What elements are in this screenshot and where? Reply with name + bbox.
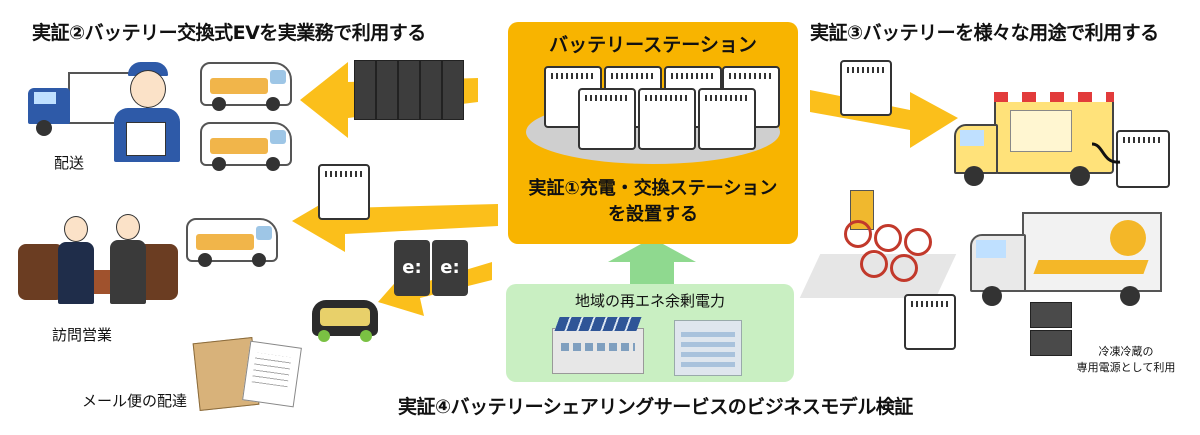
label-sales-visit: 訪問営業 — [52, 326, 113, 344]
ev-van-icon — [186, 218, 278, 267]
office-building-icon — [674, 320, 742, 376]
arrow-renewable-up — [608, 238, 696, 284]
label-refrigeration-line1: 冷凍冷蔵の — [1098, 345, 1154, 358]
heading-demo4: 実証④バッテリーシェアリングサービスのビジネスモデル検証 — [398, 396, 913, 418]
battery-station-panel: バッテリーステーション 実証①充電・交換ステーション を設置する — [508, 22, 798, 244]
refrigerated-truck-icon — [970, 212, 1162, 308]
battery-icon — [318, 164, 370, 220]
battery-pack-icon — [442, 60, 464, 120]
label-delivery: 配送 — [54, 154, 85, 172]
ev-van-icon — [200, 62, 292, 111]
battery-box-icon — [1030, 302, 1072, 328]
battery-icon — [840, 60, 892, 116]
battery-icon — [904, 294, 956, 350]
battery-pack-icon — [398, 60, 420, 120]
eb-battery-pack-icon: e: — [432, 240, 468, 296]
heading-demo2: 実証②バッテリー交換式EVを実業務で利用する — [32, 22, 426, 44]
battery-icon — [698, 88, 756, 150]
label-refrigeration-line2: 専用電源として利用 — [1076, 361, 1176, 374]
battery-box-icon — [1030, 330, 1072, 356]
document-icon — [242, 340, 302, 408]
heading-demo3: 実証③バッテリーを様々な用途で利用する — [810, 22, 1159, 44]
ev-van-icon — [200, 122, 292, 171]
battery-pack-icon — [376, 60, 398, 120]
demo1-line2: を設置する — [608, 204, 698, 225]
renewable-label: 地域の再エネ余剰電力 — [574, 292, 725, 310]
battery-pack-icon — [420, 60, 442, 120]
sales-meeting-icon — [18, 214, 178, 306]
bike-share-station-icon — [799, 190, 957, 306]
label-mail-delivery: メール便の配達 — [82, 392, 188, 410]
food-truck-icon — [954, 92, 1114, 196]
battery-pack-icon — [354, 60, 376, 120]
solar-building-icon — [552, 317, 644, 374]
kei-ev-car-icon — [312, 300, 378, 342]
station-title: バッテリーステーション — [549, 34, 757, 56]
battery-icon — [1116, 130, 1170, 188]
demo1-line1: 実証①充電・交換ステーション — [528, 178, 778, 199]
battery-icon — [638, 88, 696, 150]
battery-icon — [578, 88, 636, 150]
delivery-person-icon — [108, 62, 186, 162]
power-cable-icon — [1091, 142, 1121, 164]
renewable-panel: 地域の再エネ余剰電力 — [506, 284, 794, 382]
eb-battery-pack-icon: e: — [394, 240, 430, 296]
